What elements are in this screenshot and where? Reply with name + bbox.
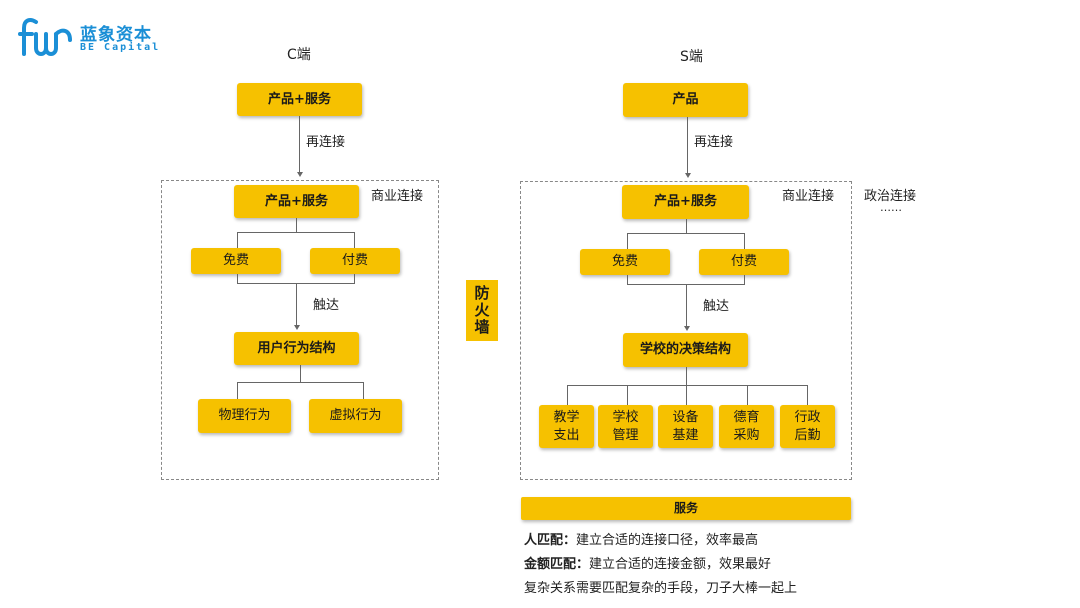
s-business-label: 商业连接 xyxy=(782,189,835,204)
s-structure-box: 学校的决策结构 xyxy=(623,333,748,367)
s-leaf-stem xyxy=(686,367,687,385)
s-reach-line xyxy=(686,284,687,327)
s-split-stem xyxy=(686,219,687,233)
c-leaf-virtual: 虚拟行为 xyxy=(309,399,402,433)
c-leaf-stem xyxy=(300,365,301,382)
s-split-left xyxy=(627,233,628,249)
c-split-right xyxy=(354,232,355,248)
c-leaf-physical: 物理行为 xyxy=(198,399,291,433)
service-line-3-text: 复杂关系需要匹配复杂的手段，刀子大棒一起上 xyxy=(524,581,798,596)
s-leaf-moral: 德育 采购 xyxy=(719,405,774,448)
service-line-2-key: 金额匹配： xyxy=(524,557,590,572)
c-reach-arrow xyxy=(294,325,300,330)
logo: 蓝象资本 BE Capital xyxy=(18,14,168,60)
s-reach-label: 触达 xyxy=(703,299,730,314)
s-free-box: 免费 xyxy=(580,249,670,275)
s-leaf-1 xyxy=(567,385,568,405)
c-merge-right xyxy=(354,274,355,283)
service-line-1: 人匹配：建立合适的连接口径，效率最高 xyxy=(524,529,758,548)
s-leaf-teaching: 教学 支出 xyxy=(539,405,594,448)
s-leaf-2 xyxy=(627,385,628,405)
s-side-title: S端 xyxy=(680,49,703,65)
c-business-frame xyxy=(161,180,439,480)
s-reconnect-arrow xyxy=(685,173,691,178)
s-leaf-management: 学校 管理 xyxy=(598,405,653,448)
logo-name-cn: 蓝象资本 xyxy=(80,25,152,45)
c-business-label: 商业连接 xyxy=(371,189,424,204)
s-paid-box: 付费 xyxy=(699,249,789,275)
c-reconnect-label: 再连接 xyxy=(306,135,346,150)
c-reconnect-line xyxy=(299,116,300,173)
service-line-2: 金额匹配：建立合适的连接金额，效果最好 xyxy=(524,553,771,572)
firewall-box: 防 火 墙 xyxy=(466,280,498,341)
s-leaf-equipment: 设备 基建 xyxy=(658,405,713,448)
s-leaf-admin: 行政 后勤 xyxy=(780,405,835,448)
c-structure-box: 用户行为结构 xyxy=(234,332,359,365)
s-split-bar xyxy=(627,233,745,234)
service-line-1-key: 人匹配： xyxy=(524,533,577,548)
s-reconnect-label: 再连接 xyxy=(694,135,734,150)
c-free-box: 免费 xyxy=(191,248,281,274)
service-line-3: 复杂关系需要匹配复杂的手段，刀子大棒一起上 xyxy=(524,577,797,596)
s-politics-label: 政治连接 xyxy=(864,189,917,204)
c-merge-left xyxy=(237,274,238,283)
s-merge-left xyxy=(627,275,628,284)
c-leaf-left xyxy=(237,382,238,399)
s-top-box: 产品 xyxy=(623,83,748,117)
s-reach-arrow xyxy=(684,326,690,331)
logo-mark-icon xyxy=(18,18,72,56)
c-reach-label: 触达 xyxy=(313,298,340,313)
s-reconnect-line xyxy=(687,117,688,174)
service-bar: 服务 xyxy=(521,497,851,520)
s-split-right xyxy=(744,233,745,249)
c-leaf-right xyxy=(363,382,364,399)
s-leaf-bar xyxy=(567,385,808,386)
c-side-title: C端 xyxy=(287,47,311,63)
c-split-bar xyxy=(237,232,355,233)
c-top-box: 产品+服务 xyxy=(237,83,362,116)
s-business-frame xyxy=(520,181,852,480)
c-paid-box: 付费 xyxy=(310,248,400,274)
c-split-stem xyxy=(296,218,297,232)
service-line-2-text: 建立合适的连接金额，效果最好 xyxy=(589,557,772,572)
c-reach-line xyxy=(296,283,297,326)
s-politics-more: …… xyxy=(880,201,902,214)
c-inner-box: 产品+服务 xyxy=(234,185,359,218)
s-leaf-4 xyxy=(747,385,748,405)
c-split-left xyxy=(237,232,238,248)
service-line-1-text: 建立合适的连接口径，效率最高 xyxy=(576,533,759,548)
c-reconnect-arrow xyxy=(297,172,303,177)
s-inner-box: 产品+服务 xyxy=(622,185,749,219)
logo-name-en: BE Capital xyxy=(80,42,161,53)
c-leaf-bar xyxy=(237,382,364,383)
s-leaf-5 xyxy=(807,385,808,405)
s-merge-right xyxy=(744,275,745,284)
s-leaf-3 xyxy=(686,385,687,405)
